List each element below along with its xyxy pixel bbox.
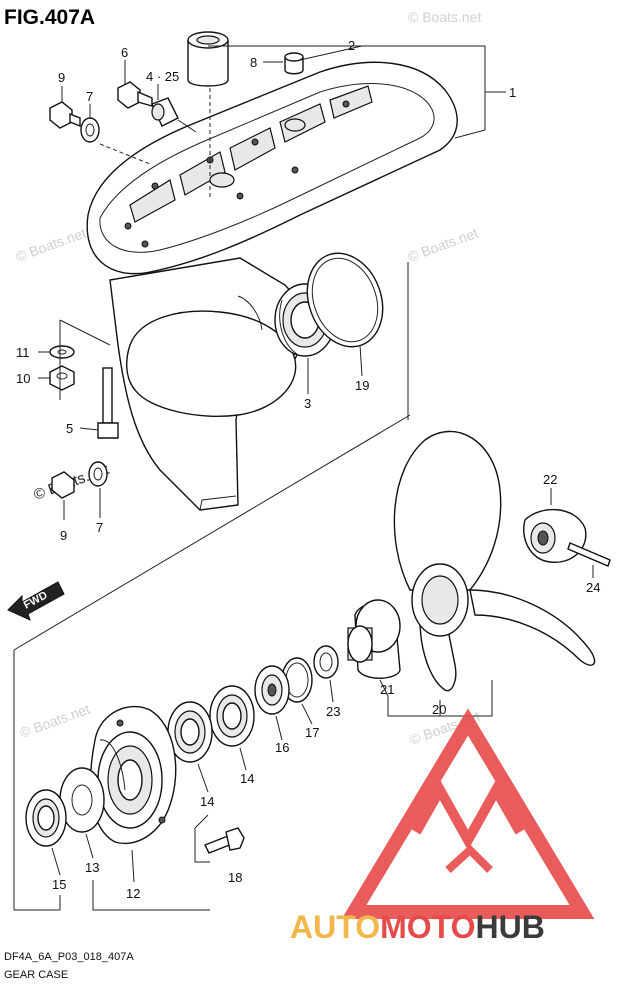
- callout-8: 8: [250, 55, 257, 70]
- callout-24: 24: [586, 580, 600, 595]
- callout-3: 3: [304, 396, 311, 411]
- callout-12: 12: [126, 886, 140, 901]
- callout-7-upper: 7: [86, 89, 93, 104]
- callout-14-rear: 14: [240, 771, 254, 786]
- gear-case-housing: [86, 61, 458, 511]
- watermark-text: © Boats.net: [406, 225, 481, 265]
- callout-1: 1: [509, 85, 516, 100]
- callout-10: 10: [16, 371, 30, 386]
- logo-mark: [341, 708, 595, 919]
- figure-title: FIG.407A: [4, 6, 95, 29]
- oil-seal-part-14-rear: [209, 685, 255, 747]
- logo-moto: MOTO: [380, 909, 475, 945]
- dowel-part-8: [284, 52, 304, 75]
- callout-23: 23: [326, 704, 340, 719]
- bolt-part-18: [204, 827, 245, 854]
- callout-21: 21: [380, 682, 394, 697]
- callout-22: 22: [543, 472, 557, 487]
- callout-18: 18: [228, 870, 242, 885]
- callout-16: 16: [275, 740, 289, 755]
- propeller-part-20: [393, 430, 596, 692]
- callout-11: 11: [16, 345, 30, 360]
- logo-hub: HUB: [475, 909, 544, 945]
- watermark-text: © Boats.net: [408, 9, 481, 25]
- callout-17: 17: [305, 725, 319, 740]
- callout-9-lower: 9: [60, 528, 67, 543]
- bushing-part-21: [347, 599, 401, 679]
- spacer-part-23: [313, 645, 339, 679]
- figure-caption: GEAR CASE: [4, 969, 68, 981]
- locating-pin-part-2: [187, 31, 229, 87]
- callout-14-front: 14: [200, 794, 214, 809]
- watermark-text: © Boats.net: [14, 225, 89, 265]
- propeller-nut-part-22: [523, 509, 587, 563]
- leader-lines: [13, 45, 594, 911]
- callout-15: 15: [52, 877, 66, 892]
- callout-9-upper: 9: [58, 70, 65, 85]
- bearing-part-15: [25, 789, 67, 847]
- drain-screw-part-9-upper: [49, 101, 81, 129]
- callout-4-25: 4 · 25: [146, 69, 179, 84]
- callout-2: 2: [348, 38, 355, 53]
- bolt-part-5: [97, 367, 119, 439]
- washer-part-11: [49, 345, 75, 359]
- washer-part-13: [59, 767, 105, 833]
- forward-direction-arrow: FWD: [7, 581, 65, 621]
- logo-wordmark: AUTOMOTOHUB: [290, 909, 545, 945]
- cotter-pin-part-24: [567, 542, 611, 567]
- shaft-housing-part-12: [89, 705, 177, 844]
- gasket-part-7-lower: [88, 461, 108, 487]
- callout-6: 6: [121, 45, 128, 60]
- o-ring-part-19: [306, 252, 384, 348]
- callout-labels: 1 2 3 4 · 25 5 6 7 7 8 9 9 10 11 12 13 1…: [16, 38, 600, 901]
- drain-screw-part-9-lower: [51, 471, 75, 499]
- callout-5: 5: [66, 421, 73, 436]
- figure-code: DF4A_6A_P03_018_407A: [4, 951, 134, 963]
- nut-part-10: [49, 365, 75, 391]
- bolt-part-6: [117, 81, 153, 109]
- gasket-part-7-upper: [80, 117, 100, 143]
- automotohub-logo: AUTOMOTOHUB: [290, 708, 595, 945]
- callout-19: 19: [355, 378, 369, 393]
- callout-20: 20: [432, 702, 446, 717]
- callout-13: 13: [85, 860, 99, 875]
- plug-part-4-25: [151, 97, 179, 127]
- thrust-washer-part-16: [254, 665, 290, 715]
- logo-auto: AUTO: [290, 909, 380, 945]
- oil-seal-part-14-front: [167, 701, 213, 763]
- callout-7-lower: 7: [96, 520, 103, 535]
- watermark-text: © Boats.net: [18, 701, 93, 741]
